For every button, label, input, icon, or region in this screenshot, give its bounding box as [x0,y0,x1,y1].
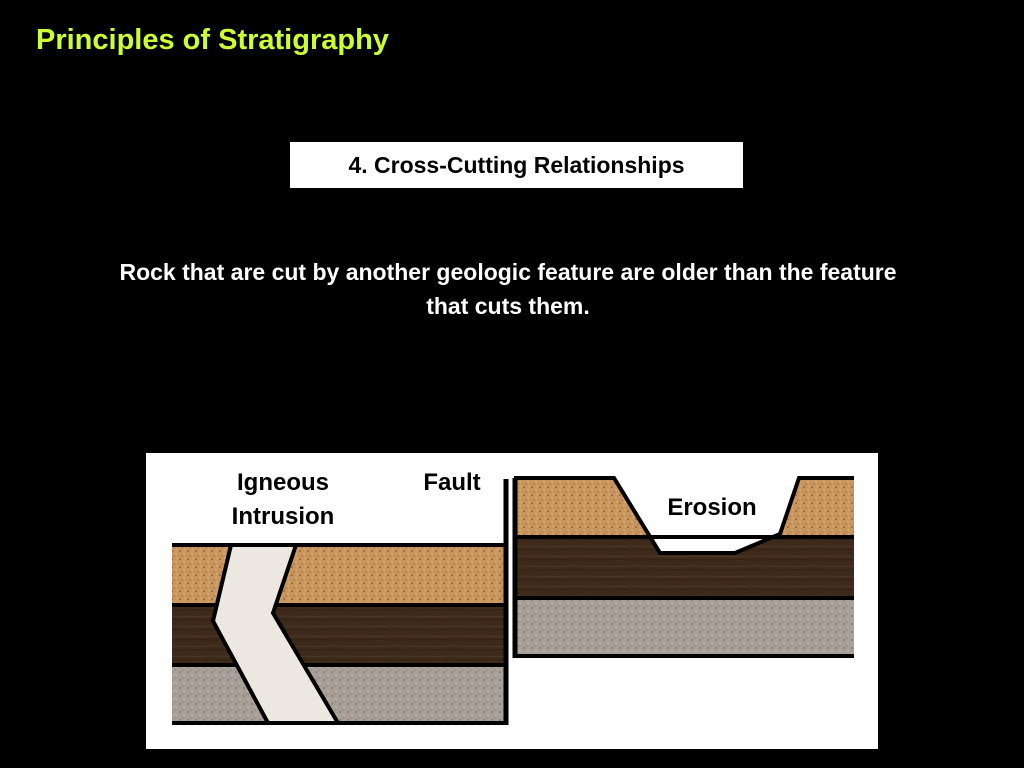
principle-statement: Rock that are cut by another geologic fe… [119,259,897,319]
intrusion-label-line1: Igneous [236,469,329,496]
right-block [514,475,854,658]
diagram-svg [172,475,854,725]
intrusion-label-line2: Intrusion [231,503,335,530]
fault-label: Fault [423,469,481,496]
subtitle-box: 4. Cross-Cutting Relationships [290,142,743,188]
erosion-channel [614,475,799,553]
fault-line [503,478,518,725]
igneous-intrusion-dike [210,543,342,725]
right-gravel-layer [514,598,854,656]
erosion-label: Erosion [667,494,757,521]
slide-title: Principles of Stratigraphy [36,24,389,56]
igneous-intrusion-label: Igneous Intrusion [218,466,348,534]
cross-cutting-diagram: Igneous Intrusion Fault Erosion [146,453,878,749]
subtitle-text: 4. Cross-Cutting Relationships [348,151,685,178]
left-gravel-layer [172,665,508,723]
